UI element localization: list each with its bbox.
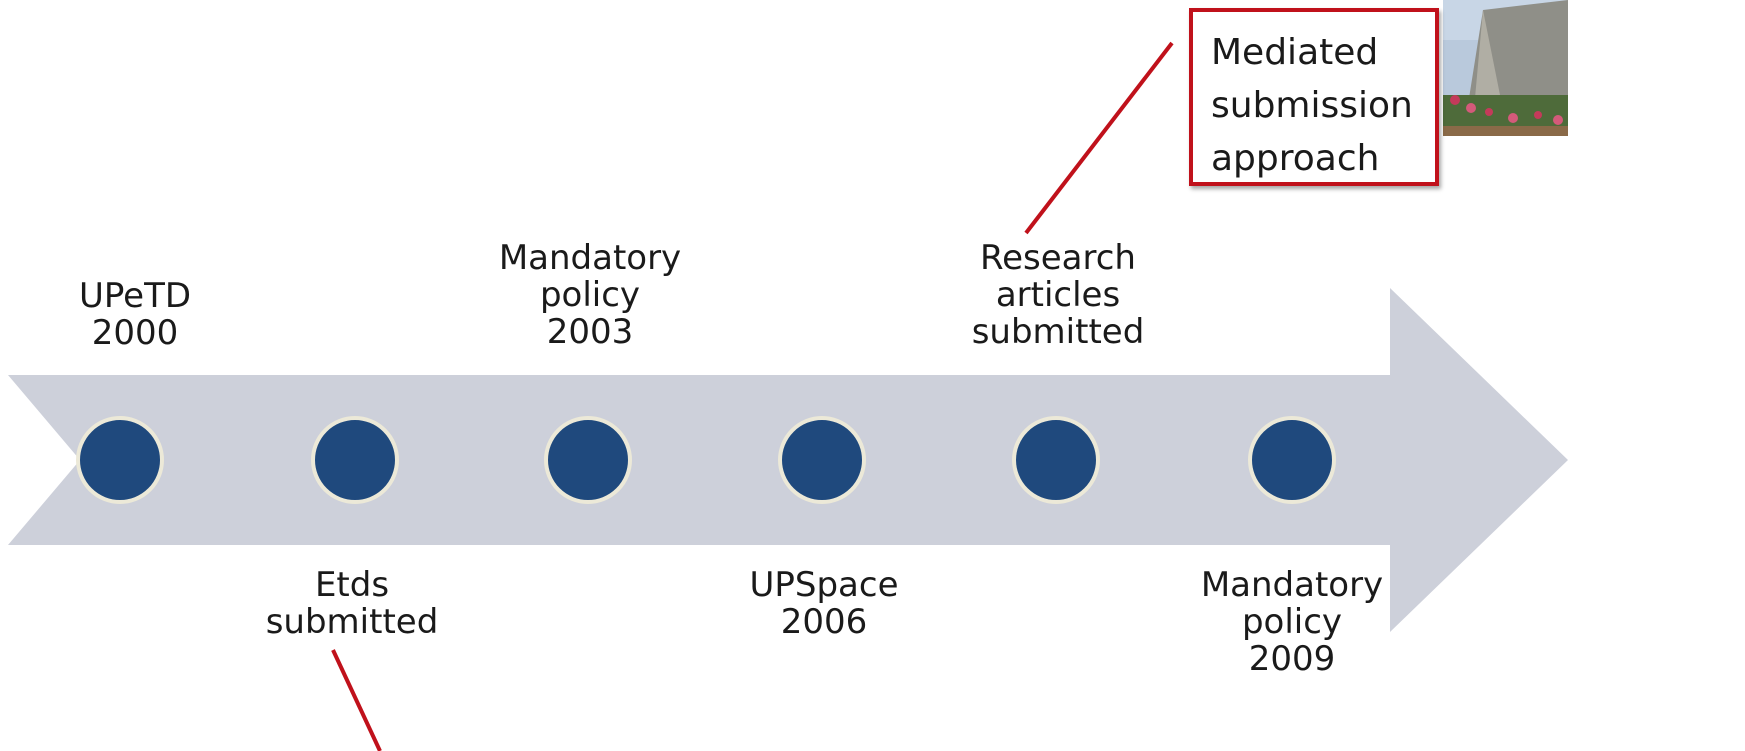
timeline-node bbox=[778, 416, 866, 504]
callout-connector-line bbox=[1024, 41, 1174, 235]
etds-connector-line bbox=[331, 649, 382, 751]
event-mandatory-policy-2009: Mandatory policy 2009 bbox=[1192, 567, 1392, 678]
event-line: UPeTD bbox=[78, 276, 192, 316]
callout-line: Mediated bbox=[1211, 32, 1379, 73]
event-line: Etds bbox=[314, 565, 390, 605]
timeline-node bbox=[544, 416, 632, 504]
event-line: 2003 bbox=[546, 312, 634, 352]
event-line: policy bbox=[1241, 602, 1343, 642]
mediated-submission-callout: Mediated submission approach bbox=[1189, 8, 1439, 186]
event-line: articles bbox=[995, 275, 1121, 315]
callout-line: submission bbox=[1211, 85, 1413, 126]
event-mandatory-policy-2003: Mandatory policy 2003 bbox=[490, 240, 690, 351]
event-line: policy bbox=[539, 275, 641, 315]
timeline-node bbox=[311, 416, 399, 504]
building-photo bbox=[1443, 0, 1568, 136]
event-line: 2006 bbox=[780, 602, 868, 642]
event-line: Mandatory bbox=[1200, 565, 1384, 605]
event-line: submitted bbox=[971, 312, 1145, 352]
event-line: 2009 bbox=[1248, 639, 1336, 679]
event-line: 2000 bbox=[91, 313, 179, 353]
event-research-articles-submitted: Research articles submitted bbox=[958, 240, 1158, 351]
event-line: submitted bbox=[265, 602, 439, 642]
event-upspace-2006: UPSpace 2006 bbox=[734, 567, 914, 641]
timeline-node bbox=[1248, 416, 1336, 504]
event-line: Mandatory bbox=[498, 238, 682, 278]
timeline-node bbox=[76, 416, 164, 504]
event-upetd-2000: UPeTD 2000 bbox=[55, 278, 215, 352]
timeline-node bbox=[1012, 416, 1100, 504]
event-line: UPSpace bbox=[749, 565, 899, 605]
event-etds-submitted: Etds submitted bbox=[262, 567, 442, 641]
callout-line: approach bbox=[1211, 138, 1380, 179]
event-line: Research bbox=[980, 238, 1136, 278]
